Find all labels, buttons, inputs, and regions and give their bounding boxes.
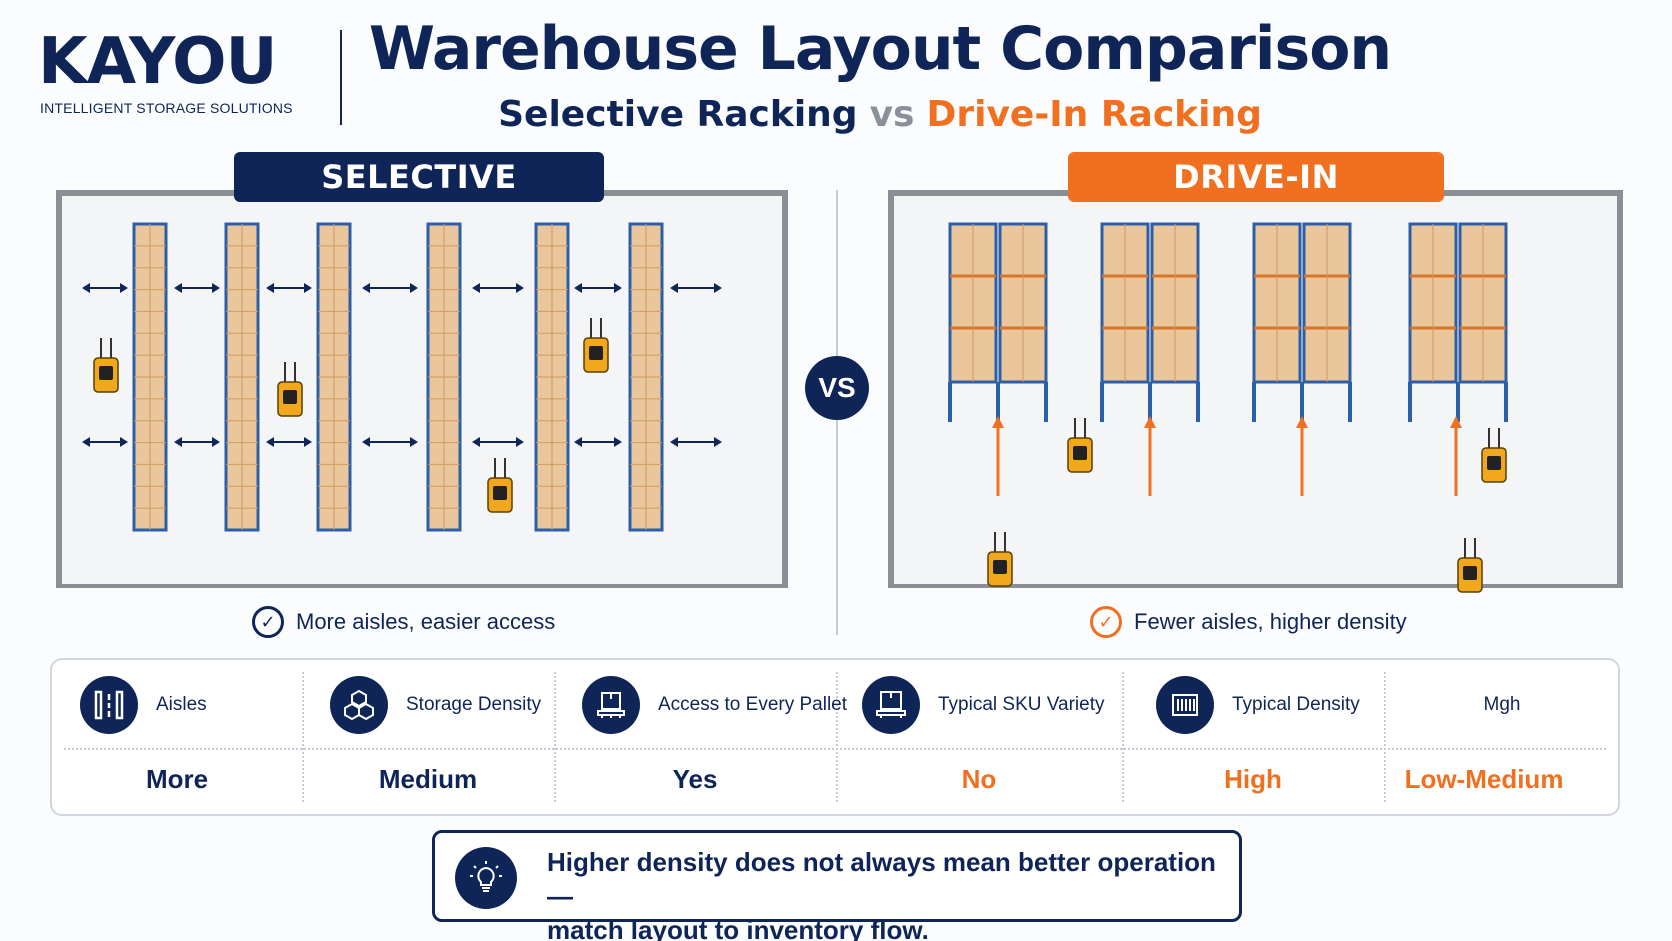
selective-floorplan [56,190,788,588]
drive-in-entry-forklifts [987,532,1483,593]
forklift-icon [93,338,119,393]
selective-caption-text: More aisles, easier access [296,609,556,634]
table-header-sku-variety: Typical SKU Variety [862,674,1104,736]
lightbulb-icon [455,847,517,909]
column-divider [554,672,556,802]
access-label: Access to Every Pallet [658,694,848,715]
drive-in-floorplan [888,190,1623,588]
storage-density-label: Storage Density [406,694,542,715]
comparison-table: Aisles More Storage Density Medium Acces… [50,658,1620,816]
drive-in-tag: DRIVE-IN [1068,152,1444,202]
vs-badge: VS [805,356,869,420]
typical-density-label: Typical Density [1232,694,1360,715]
aisle-arrow [472,283,524,293]
aisles-value: More [145,764,209,794]
check-icon: ✓ [252,606,284,638]
drive-in-rack-block [1408,222,1508,422]
aisles-label: Aisles [156,694,207,715]
sku-variety-value: No [961,764,997,794]
table-header-aisles: Aisles [80,674,207,736]
drive-in-caption-text: Fewer aisles, higher density [1134,609,1407,634]
aisle-arrow [266,437,312,447]
table-row-divider [64,748,1606,750]
note-text: Higher density does not always mean bett… [547,845,1239,941]
aisle-arrow [266,283,312,293]
selective-rack-row [534,222,570,532]
drive-in-rack-block [1252,222,1352,422]
selective-rack-row [224,222,260,532]
brand-tagline: INTELLIGENT STORAGE SOLUTIONS [40,100,293,116]
aisle-arrow [472,437,524,447]
aisle-arrow [174,283,220,293]
page-title: Warehouse Layout Comparison [368,14,1392,84]
sku-variety-label: Typical SKU Variety [938,694,1105,715]
table-header-access: Access to Every Pallet [582,674,847,736]
column-divider [1122,672,1124,802]
aisle-arrow [574,437,622,447]
entry-arrow [1144,416,1156,496]
column-divider [302,672,304,802]
floor [66,200,778,580]
aisle-arrow [574,283,622,293]
density-icon [1156,676,1214,734]
entry-arrow [992,416,1004,496]
header-divider [340,30,342,125]
drive-in-rack-block [1100,222,1200,422]
aisle-arrow [362,437,418,447]
entry-arrow [1296,416,1308,496]
selective-rack-row [426,222,462,532]
mgh-label: Mgh [1483,694,1521,715]
selective-tag: SELECTIVE [234,152,604,202]
insight-note: Higher density does not always mean bett… [432,830,1242,941]
entry-arrow [1450,416,1462,496]
page-subtitle: Selective Racking vs Drive-In Racking [360,94,1400,135]
selective-rack-row [132,222,168,532]
selective-layout-drawing [66,200,778,580]
aisle-arrow [362,283,418,293]
forklift-icon [1457,538,1483,593]
selective-rack-row [628,222,664,532]
forklift-icon [487,458,513,513]
forklift-icon [1481,428,1507,483]
aisle-arrow [82,283,128,293]
table-header-typical-density: Typical Density [1156,674,1360,736]
drive-in-rack-block [948,222,1048,422]
table-header-storage-density: Storage Density [330,674,541,736]
selective-caption: ✓ More aisles, easier access [252,606,555,638]
typical-density-value: High [1224,764,1282,794]
drive-in-layout-drawing [898,200,1613,580]
pallet-stack-icon [862,676,920,734]
brand-logo: KAYOU [38,25,277,99]
aisle-arrow [82,437,128,447]
selective-rack-row [316,222,352,532]
check-icon: ✓ [1090,606,1122,638]
pallet-icon [582,676,640,734]
forklift-icon [1067,418,1093,473]
subtitle-drive-in: Drive-In Racking [926,94,1262,135]
subtitle-selective: Selective Racking [498,94,858,135]
drive-in-caption: ✓ Fewer aisles, higher density [1090,606,1407,638]
subtitle-vs: vs [869,94,915,135]
aisle-arrow [670,283,722,293]
aisle-arrow [174,437,220,447]
forklift-icon [277,362,303,417]
storage-density-value: Medium [378,764,478,794]
mgh-value: Low-Medium [1404,764,1564,794]
access-value: Yes [672,764,718,794]
cubes-icon [330,676,388,734]
forklift-icon [583,318,609,373]
table-header-mgh: Mgh [1384,674,1620,736]
column-divider [1384,672,1386,802]
note-line-1: Higher density does not always mean bett… [547,847,1216,911]
aisles-icon [80,676,138,734]
aisle-arrow [670,437,722,447]
column-divider [836,672,838,802]
note-line-2: match layout to inventory flow. [547,915,929,941]
forklift-icon [987,532,1013,587]
